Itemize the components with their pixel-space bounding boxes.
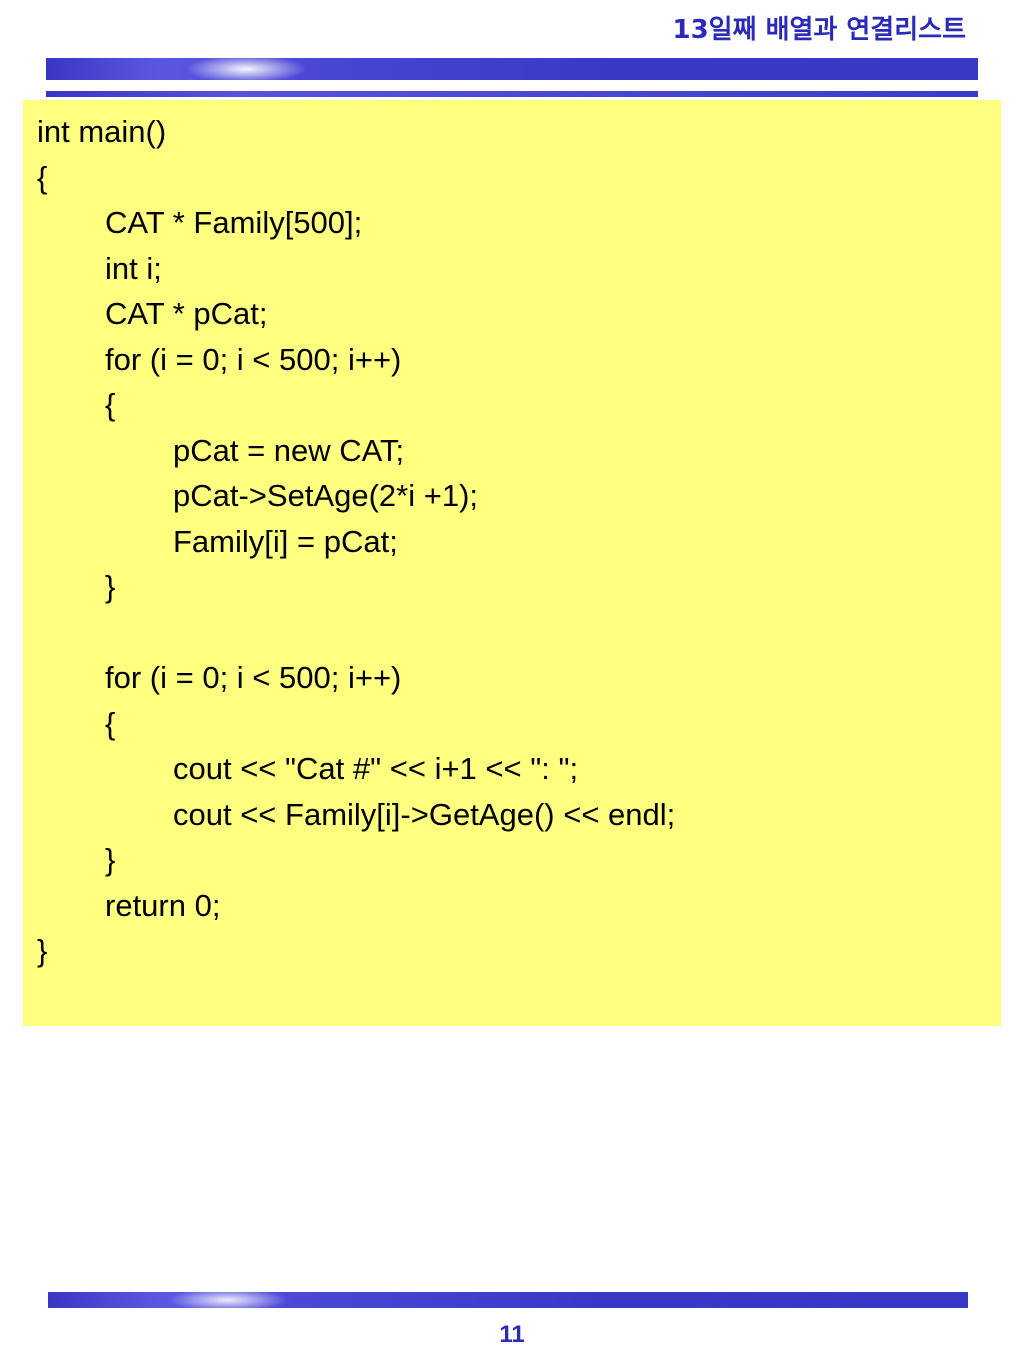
header-decoration-band: [46, 58, 978, 80]
code-block: int main() { CAT * Family[500]; int i; C…: [23, 100, 1001, 1026]
code-line: int i;: [105, 250, 162, 286]
code-line: CAT * pCat;: [105, 296, 268, 331]
code-line: Family[i] = pCat;: [173, 523, 398, 559]
code-line: int main(): [37, 114, 167, 149]
page-number: 11: [499, 1321, 525, 1348]
slide-title: 13일째 배열과 연결리스트: [672, 15, 967, 45]
footer-decoration-band: [48, 1292, 968, 1308]
code-line: for (i = 0; i < 500; i++): [105, 341, 402, 377]
code-line: {: [37, 159, 48, 195]
code-line: pCat = new CAT;: [173, 432, 405, 468]
code-line: CAT * Family[500];: [105, 205, 363, 240]
code-blank-line: [23, 610, 1001, 656]
code-line: {: [105, 387, 116, 422]
code-line: }: [37, 933, 48, 968]
code-line: cout << "Cat #" << i+1 << ": ";: [173, 751, 579, 786]
code-line: return 0;: [105, 887, 221, 923]
code-line: for (i = 0; i < 500; i++): [105, 660, 402, 695]
code-line: }: [105, 842, 116, 877]
code-line: }: [105, 569, 116, 604]
header-divider: [46, 91, 978, 97]
code-line: cout << Family[i]->GetAge() << endl;: [173, 796, 676, 832]
code-line: pCat->SetAge(2*i +1);: [173, 478, 479, 513]
code-line: {: [105, 705, 116, 741]
